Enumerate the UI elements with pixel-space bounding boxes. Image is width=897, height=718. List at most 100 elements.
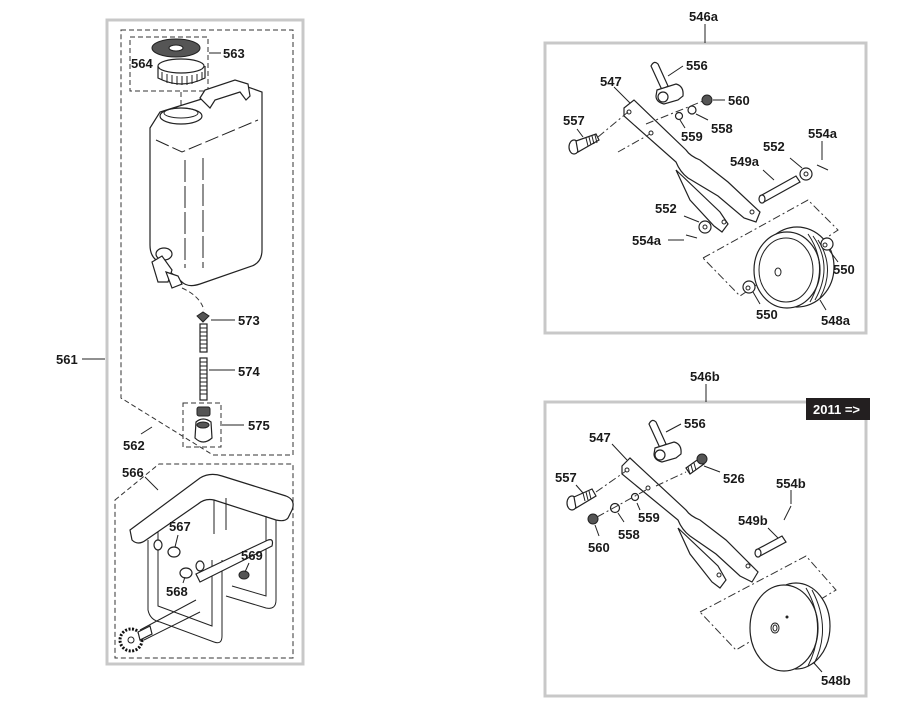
label-569: 569 [241,548,263,563]
arm-547b [621,457,759,589]
washer-559 [674,111,684,121]
label-556b: 556 [684,416,706,431]
group-outline-563 [129,36,209,92]
tank-frame-566 [129,473,294,644]
group-outline-562 [120,29,294,456]
tank-assembly-panel: 561 564 563 573 574 575 562 566 567 568 … [56,18,305,666]
label-554a-bottom: 554a [632,233,662,248]
water-tank [149,79,263,289]
label-547a: 547 [600,74,622,89]
label-547b: 547 [589,430,611,445]
leader-558a [695,113,709,121]
pin-554a-top [816,164,829,171]
label-552a-top: 552 [763,139,785,154]
label-564: 564 [131,56,153,71]
wheel-548a [753,226,835,309]
leader-566 [144,476,159,491]
leader-550a-right [828,249,839,263]
bushing-550-bottom [742,280,756,294]
leader-558b [617,512,625,523]
label-560b: 560 [588,540,610,555]
label-566: 566 [122,465,144,480]
label-574: 574 [238,364,260,379]
pin-554a-bottom [685,234,698,239]
handle-556b [648,419,682,463]
label-550a-bottom: 550 [756,307,778,322]
leader-548b [813,662,823,673]
label-548b: 548b [821,673,851,688]
label-549b: 549b [738,513,768,528]
bolt-526 [685,453,708,475]
leader-552a-bottom [683,215,700,223]
washer-559b [630,492,640,502]
label-560a: 560 [728,93,750,108]
axis-line [597,111,629,138]
cap-disc-564 [151,38,201,58]
label-557a: 557 [563,113,585,128]
tap-575 [194,406,213,443]
group-outline-575 [182,402,222,448]
badge-text: 2011 => [813,402,860,417]
leader-547b [611,443,628,461]
label-573: 573 [238,313,260,328]
spring-574 [199,323,208,401]
leader-549a [762,169,775,181]
leader-560b [594,524,600,537]
leader-557a [576,128,584,138]
label-554b: 554b [776,476,806,491]
axis-line [596,489,647,518]
handle-556 [650,61,684,105]
frame-wheel [118,625,153,653]
washer-558 [687,105,697,115]
year-badge: 2011 => [806,398,870,420]
wheel-kit-b-panel: 546b 2011 => [543,369,870,698]
axis-line [655,471,687,487]
label-550a-right: 550 [833,262,855,277]
leader-557b [575,484,584,494]
leader-559a [679,119,686,129]
leader-549b [767,527,779,539]
leader-568 [182,576,186,584]
label-559b: 559 [638,510,660,525]
leader-559b [636,502,641,511]
panel-border-561 [105,18,305,666]
cap-563 [157,58,206,85]
bolt-557 [568,133,600,155]
label-568: 568 [166,584,188,599]
hose-path-line [181,287,205,311]
leader-552a-top [789,157,803,169]
axis-line [617,133,651,153]
nut-560b [587,513,599,525]
wheel-group-outline-b [699,555,837,651]
leader-556a [667,65,684,77]
leader-569 [244,562,250,573]
label-567: 567 [169,519,191,534]
label-559a: 559 [681,129,703,144]
washer-558b [609,502,621,514]
bolt-557b [566,488,597,511]
label-546b: 546b [690,369,720,384]
wheel-kit-a-panel: 546a [543,9,868,335]
label-546a: 546a [689,9,719,24]
label-549a: 549a [730,154,760,169]
washer-552-top [799,167,813,181]
washer-552-bottom [698,220,712,234]
label-558b: 558 [618,527,640,542]
label-558a: 558 [711,121,733,136]
axis-line [645,100,704,125]
leader-548a [819,299,827,311]
label-563: 563 [223,46,245,61]
leader-526 [703,465,721,473]
wheel-548b [749,582,831,672]
label-575: 575 [248,418,270,433]
label-557b: 557 [555,470,577,485]
arm-547 [623,99,761,233]
label-556a: 556 [686,58,708,73]
fitting-573 [196,311,210,323]
label-554a-top: 554a [808,126,838,141]
label-526: 526 [723,471,745,486]
label-552a-bottom: 552 [655,201,677,216]
label-562: 562 [123,438,145,453]
leader-567 [174,534,179,548]
